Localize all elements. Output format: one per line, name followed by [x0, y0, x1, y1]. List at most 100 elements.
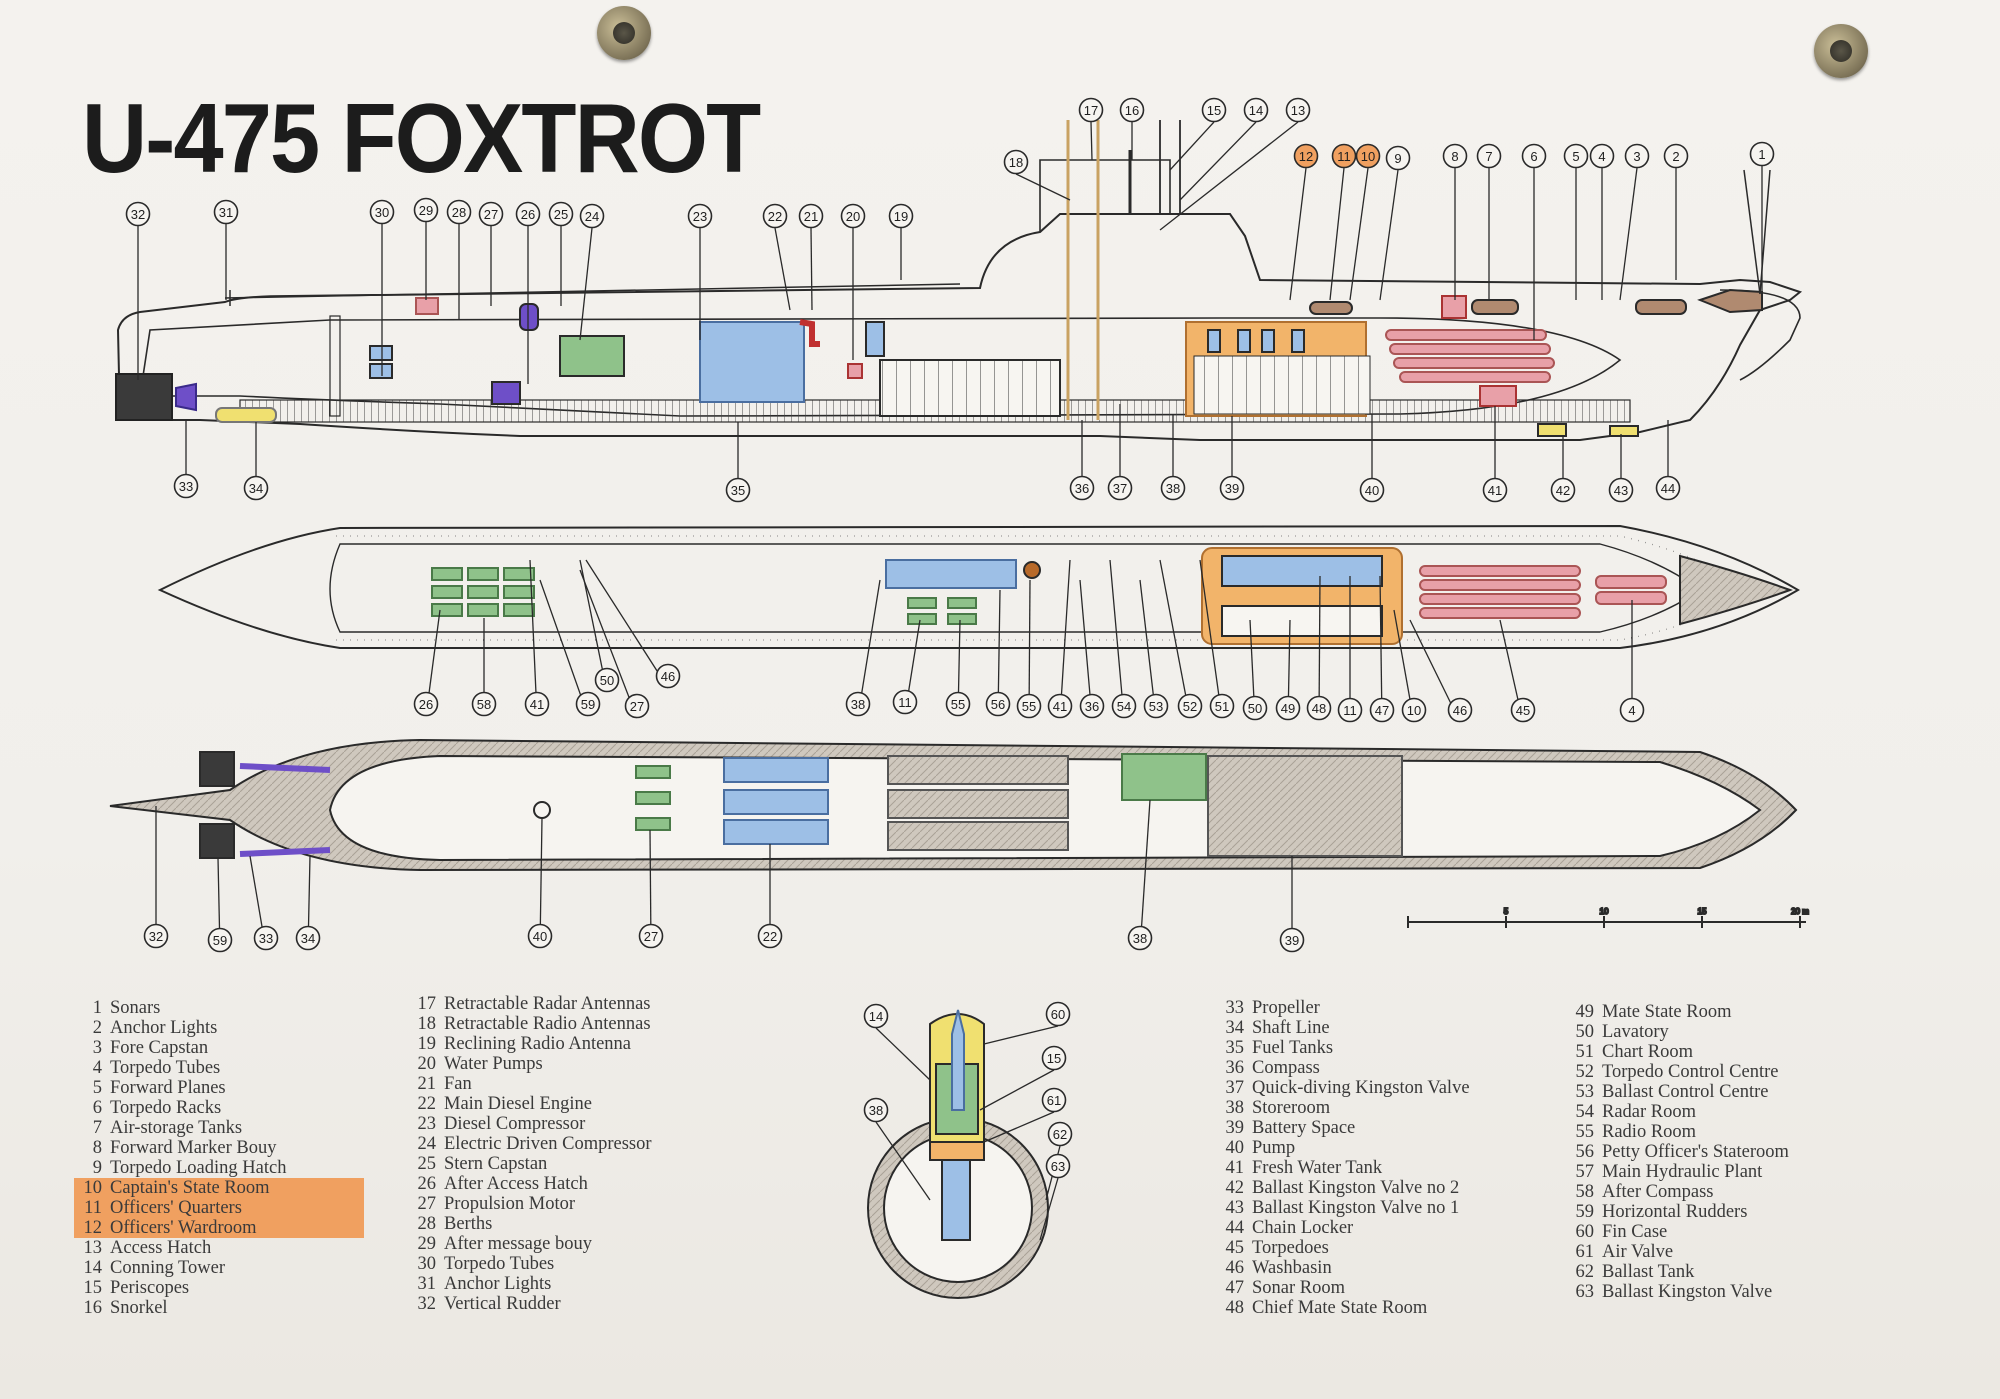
callout-side: 21	[798, 203, 824, 229]
callout-number: 2	[1672, 149, 1679, 164]
legend-number: 51	[1575, 1042, 1595, 1062]
legend-label: Electric Driven Compressor	[444, 1134, 652, 1154]
callout-side: 27	[478, 201, 504, 227]
callout-number: 41	[1488, 483, 1502, 498]
callout-number: 24	[585, 209, 599, 224]
legend-number: 44	[1225, 1218, 1245, 1238]
legend-number: 49	[1575, 1002, 1595, 1022]
callout-number: 46	[1453, 703, 1467, 718]
callout-bubble	[1510, 697, 1536, 723]
callout-bubble	[173, 473, 199, 499]
legend-label: Fore Capstan	[110, 1038, 209, 1058]
callout-number: 43	[1614, 483, 1628, 498]
legend-number: 62	[1575, 1262, 1595, 1282]
callout-plan: 33	[253, 925, 279, 951]
callout-deck: 58	[471, 691, 497, 717]
legend-label: Air Valve	[1602, 1242, 1674, 1262]
legend-label: Snorkel	[110, 1298, 168, 1318]
callout-number: 38	[869, 1103, 883, 1118]
callout-bubble	[1243, 97, 1269, 123]
callout-bubble	[446, 199, 472, 225]
legend-label: Air-storage Tanks	[110, 1118, 243, 1138]
legend-label: Propulsion Motor	[444, 1194, 576, 1214]
callout-section: 14	[863, 1003, 889, 1029]
legend-label: Torpedo Tubes	[110, 1058, 221, 1078]
callout-bubble	[1663, 143, 1689, 169]
legend-number: 5	[92, 1078, 102, 1098]
legend-label: Chain Locker	[1252, 1218, 1354, 1238]
callout-bubble	[1127, 925, 1153, 951]
callout-bubble	[985, 691, 1011, 717]
legend-number: 24	[417, 1134, 437, 1154]
callout-leader	[579, 569, 638, 719]
callout-side: 6	[1521, 143, 1547, 169]
callout-number: 39	[1285, 933, 1299, 948]
callout-bubble	[548, 201, 574, 227]
callout-side: 2	[1663, 143, 1689, 169]
legend-label: Stern Capstan	[444, 1154, 548, 1174]
legend-label: Conning Tower	[110, 1258, 226, 1278]
callout-number: 38	[851, 697, 865, 712]
callout-number: 42	[1556, 483, 1570, 498]
callout-side: 41	[1482, 477, 1508, 503]
legend-number: 4	[92, 1058, 102, 1078]
callout-bubble	[725, 477, 751, 503]
callout-deck: 46	[655, 663, 681, 689]
callout-deck: 11	[892, 689, 918, 715]
callout-section: 15	[1041, 1045, 1067, 1071]
callout-number: 29	[419, 203, 433, 218]
callout-leader	[1039, 1177, 1059, 1241]
callout-side: 14	[1243, 97, 1269, 123]
legend-number: 23	[417, 1114, 437, 1134]
legend-label: Battery Space	[1252, 1118, 1356, 1138]
legend-number: 16	[83, 1298, 103, 1318]
callout-number: 3	[1633, 149, 1640, 164]
diagram-title: U-475 FOXTROT	[82, 83, 761, 193]
callout-number: 32	[149, 929, 163, 944]
legend-number: 17	[417, 994, 437, 1014]
callout-bubble	[1069, 475, 1095, 501]
legend-label: Vertical Rudder	[444, 1294, 561, 1314]
callout-bubble	[1209, 693, 1235, 719]
legend-item: 4 Torpedo Tubes	[78, 1058, 364, 1078]
callout-bubble	[1111, 693, 1137, 719]
legend-number: 39	[1225, 1118, 1245, 1138]
callout-bubble	[515, 201, 541, 227]
legend-label: Storeroom	[1252, 1098, 1331, 1118]
callout-deck: 54	[1111, 693, 1137, 719]
legend-number: 2	[92, 1018, 102, 1038]
callout-leader	[1109, 559, 1125, 719]
callout-bubble	[1442, 143, 1468, 169]
legend-label: Forward Marker Bouy	[110, 1138, 277, 1158]
callout-side: 4	[1589, 143, 1615, 169]
legend-label: Quick-diving Kingston Valve	[1252, 1078, 1470, 1098]
legend-number: 1	[92, 998, 102, 1018]
callout-plan: 39	[1279, 927, 1305, 953]
callout-bubble	[1563, 143, 1589, 169]
legend-label: Main Hydraulic Plant	[1602, 1162, 1763, 1182]
legend-label: Main Diesel Engine	[444, 1094, 592, 1114]
legend-label: Chief Mate State Room	[1252, 1298, 1428, 1318]
callout-side: 12	[1293, 143, 1319, 169]
cross-section	[867, 1009, 1049, 1299]
callout-side: 30	[369, 199, 395, 225]
legend-item: 24 Electric Driven Compressor	[412, 1134, 652, 1154]
legend-label: Ballast Kingston Valve no 2	[1252, 1178, 1460, 1198]
legend-number: 11	[84, 1198, 102, 1218]
legend-number: 26	[417, 1174, 437, 1194]
scale-tick-label: 15	[1698, 907, 1707, 916]
legend-label: Ballast Kingston Valve	[1602, 1282, 1773, 1302]
legend-label: Petty Officer's Stateroom	[1602, 1142, 1789, 1162]
legend-number: 3	[92, 1038, 102, 1058]
